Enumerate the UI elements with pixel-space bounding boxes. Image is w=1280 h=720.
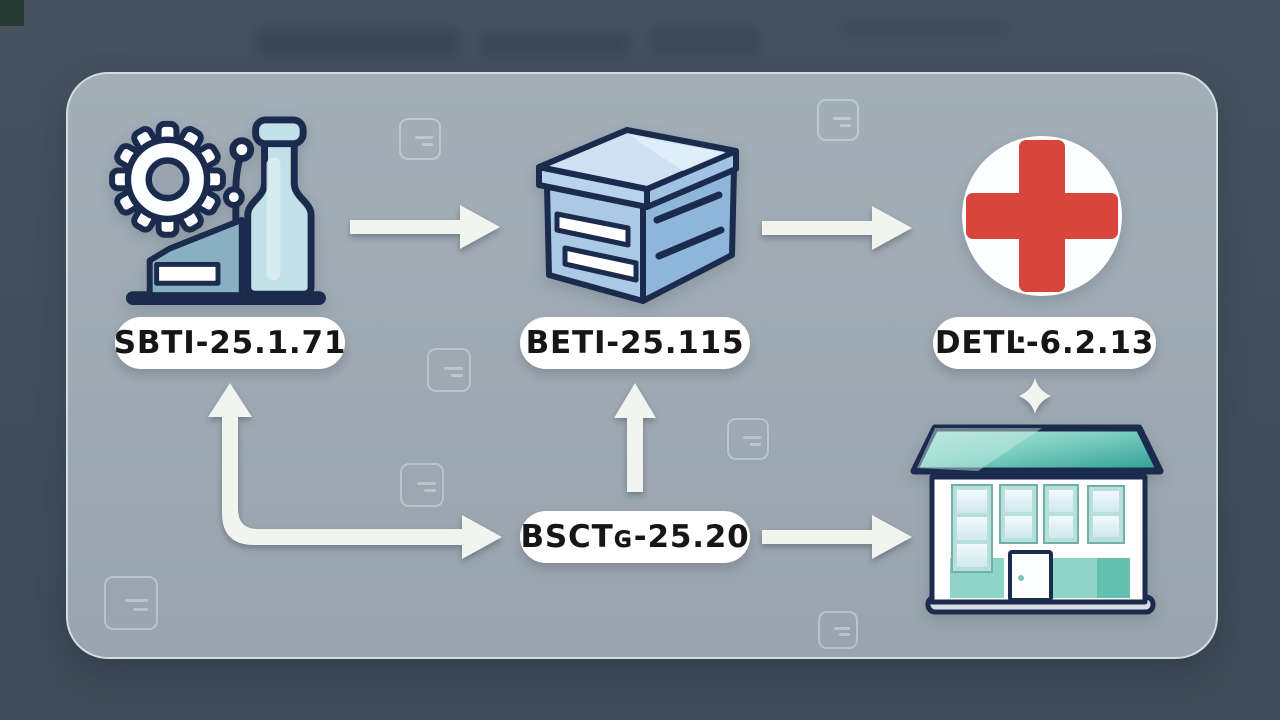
ghost-note-icon [817, 99, 859, 141]
background-glyph [480, 32, 630, 56]
label-pill-batch: BSCTɢ-25.20 [520, 511, 750, 563]
label-pill-production: SBTI-25.1.71 [113, 317, 347, 369]
ghost-note-icon [399, 118, 441, 160]
factory-gear-bottle-icon [109, 116, 326, 306]
diamond-connector-icon [1019, 378, 1051, 414]
background-glyph [650, 26, 760, 54]
corner-artifact [0, 0, 24, 26]
arrow-factory-to-box [350, 205, 500, 249]
label-text: DETĿ-6.2.13 [934, 325, 1155, 361]
background-glyph [255, 28, 460, 56]
label-text: BSCTɢ-25.20 [520, 519, 750, 555]
label-pill-packaging: BETI-25.115 [520, 317, 750, 369]
label-text: SBTI-25.1.71 [113, 325, 347, 361]
medical-cross-icon [962, 136, 1122, 296]
background-glyph [840, 18, 1010, 38]
arrow-bsct-to-beti [614, 383, 656, 492]
ghost-note-icon [818, 611, 858, 649]
ghost-note-icon [727, 418, 769, 460]
arrow-bsct-to-building [762, 515, 912, 559]
storage-box-icon [536, 127, 739, 304]
arrow-elbow-sbti-bsct [208, 383, 502, 559]
arrow-box-to-cross [762, 206, 912, 250]
ghost-note-icon [427, 348, 471, 392]
label-text: BETI-25.115 [525, 325, 745, 361]
label-pill-medical: DETĿ-6.2.13 [933, 317, 1156, 369]
ghost-note-icon [104, 576, 158, 630]
pharmacy-building-icon [910, 424, 1164, 615]
ghost-note-icon [400, 463, 444, 507]
